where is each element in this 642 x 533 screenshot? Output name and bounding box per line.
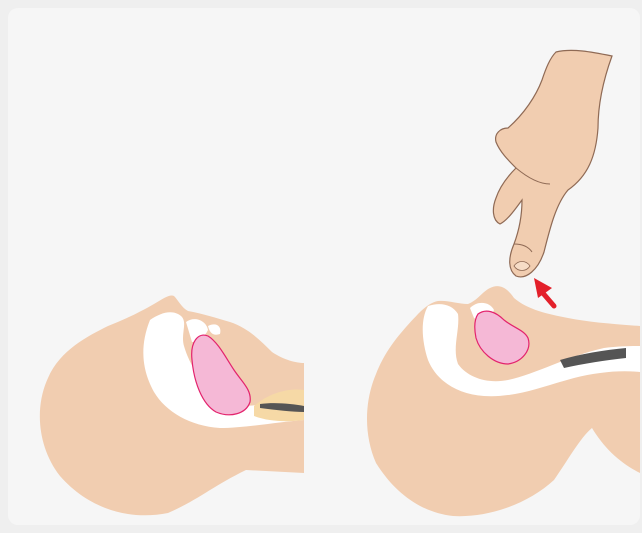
arrow-icon bbox=[534, 278, 554, 306]
arrow-shaft bbox=[542, 292, 554, 306]
hand-shape bbox=[493, 50, 612, 277]
airway-diagram bbox=[8, 8, 640, 525]
left-panel bbox=[40, 295, 304, 515]
diagram-frame bbox=[8, 8, 640, 525]
hand-icon bbox=[493, 50, 612, 277]
right-panel bbox=[367, 50, 640, 516]
